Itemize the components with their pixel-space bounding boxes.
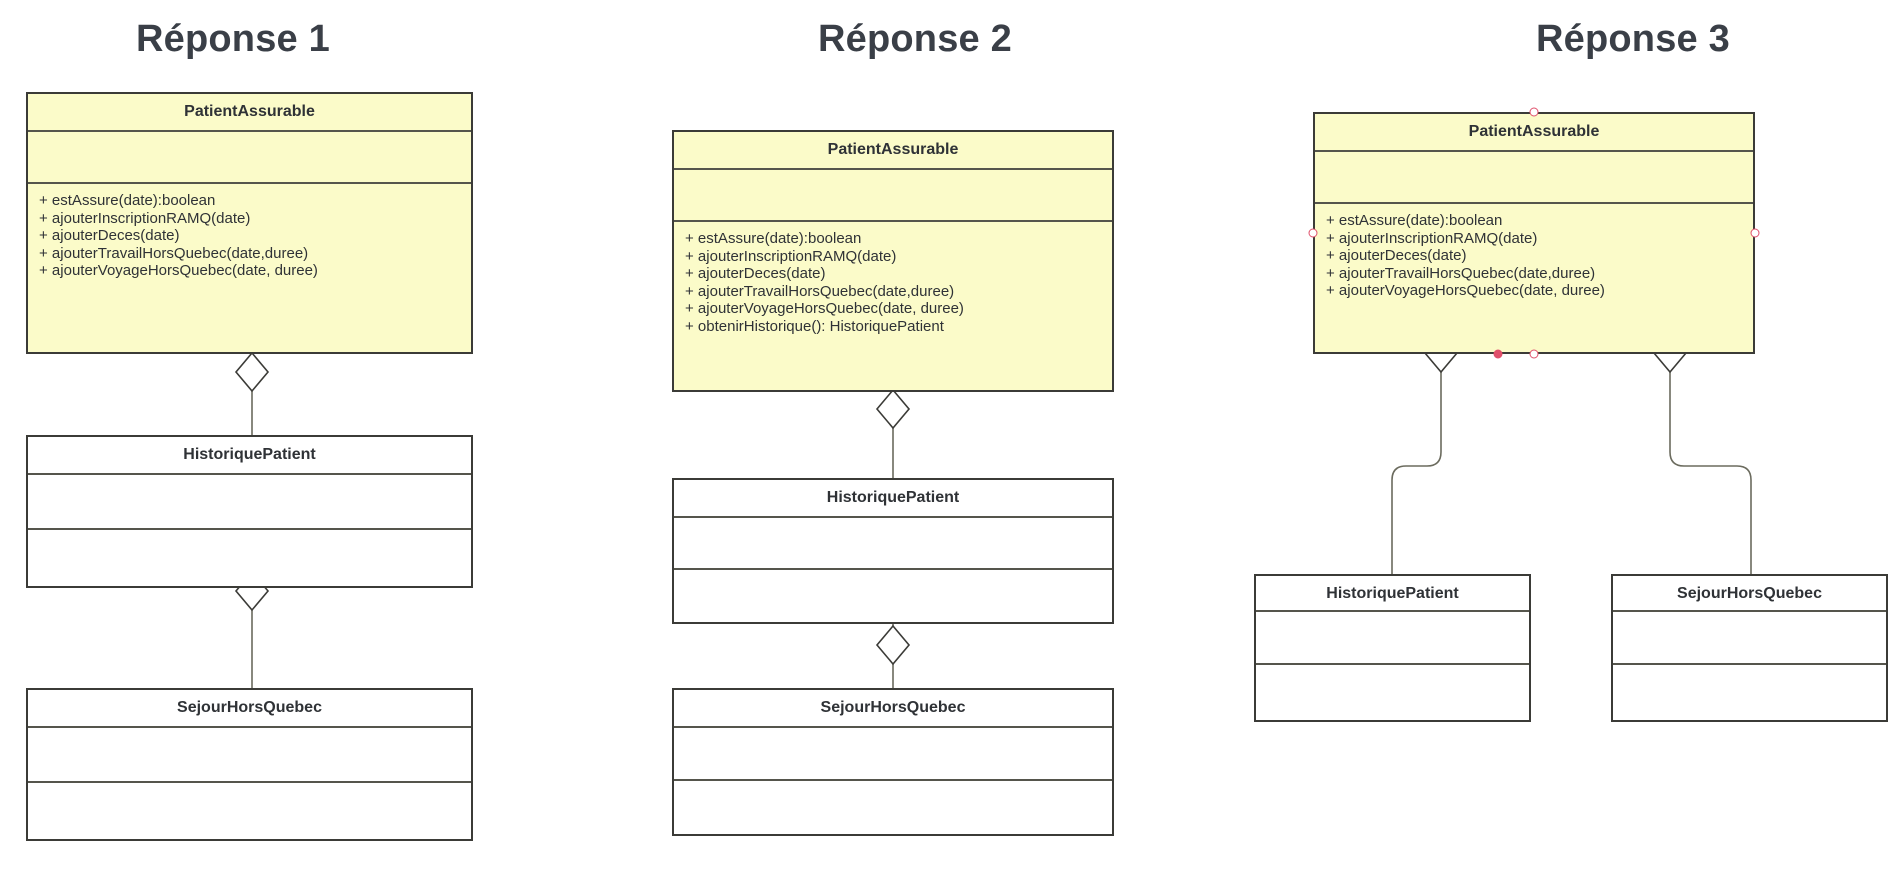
operation-item: + ajouterInscriptionRAMQ(date) xyxy=(685,247,897,265)
relation-r3-patient-historique[interactable] xyxy=(1391,318,1459,574)
relation-r3-patient-sejour[interactable] xyxy=(1652,318,1752,574)
class-operations-compartment xyxy=(28,530,471,586)
selection-handle-right-middle[interactable] xyxy=(1750,228,1760,238)
class-operations-compartment: + estAssure(date):boolean + ajouterInscr… xyxy=(674,222,1112,390)
operation-item: + ajouterVoyageHorsQuebec(date, duree) xyxy=(685,300,964,318)
relation-r1-historique-sejour[interactable] xyxy=(234,570,270,688)
operation-item: + ajouterDeces(date) xyxy=(1326,247,1467,265)
class-operations-compartment xyxy=(1613,665,1886,720)
class-operations-compartment: + estAssure(date):boolean + ajouterInscr… xyxy=(1315,204,1753,352)
relation-r2-patient-historique[interactable] xyxy=(875,388,911,478)
class-attributes-compartment xyxy=(28,728,471,783)
class-name: SejourHorsQuebec xyxy=(674,690,1112,728)
selection-handle-left-middle[interactable] xyxy=(1308,228,1318,238)
class-attributes-compartment xyxy=(28,475,471,530)
operation-item: + ajouterInscriptionRAMQ(date) xyxy=(1326,229,1538,247)
operation-item: + obtenirHistorique(): HistoriquePatient xyxy=(685,317,944,335)
class-attributes-compartment xyxy=(1315,152,1753,204)
class-box-sejourhorsquebec-r1[interactable]: SejourHorsQuebec xyxy=(26,688,473,841)
class-name: HistoriquePatient xyxy=(1256,576,1529,612)
operation-item: + estAssure(date):boolean xyxy=(685,230,862,247)
relation-r2-historique-sejour[interactable] xyxy=(875,624,911,688)
class-attributes-compartment xyxy=(674,170,1112,222)
selection-handle-bottom-center-left[interactable] xyxy=(1493,349,1503,359)
class-box-historiquepatient-r3[interactable]: HistoriquePatient xyxy=(1254,574,1531,722)
class-attributes-compartment xyxy=(1256,612,1529,665)
column-title-reponse-3: Réponse 3 xyxy=(1536,18,1730,60)
class-name: PatientAssurable xyxy=(1315,114,1753,152)
selection-handle-bottom-center[interactable] xyxy=(1529,349,1539,359)
class-box-patientassurable-r2[interactable]: PatientAssurable + estAssure(date):boole… xyxy=(672,130,1114,392)
operation-item: + ajouterTravailHorsQuebec(date,duree) xyxy=(39,244,309,262)
class-operations-compartment xyxy=(674,781,1112,834)
operation-item: + ajouterTravailHorsQuebec(date,duree) xyxy=(1326,264,1596,282)
class-attributes-compartment xyxy=(1613,612,1886,665)
class-name: PatientAssurable xyxy=(28,94,471,132)
selection-handle-top-center[interactable] xyxy=(1529,107,1539,117)
column-title-reponse-1: Réponse 1 xyxy=(136,18,330,60)
class-name: SejourHorsQuebec xyxy=(28,690,471,728)
class-operations-compartment xyxy=(28,783,471,839)
operation-item: + estAssure(date):boolean xyxy=(1326,212,1503,229)
class-name: HistoriquePatient xyxy=(674,480,1112,518)
operation-item: + ajouterVoyageHorsQuebec(date, duree) xyxy=(39,262,318,280)
class-box-historiquepatient-r2[interactable]: HistoriquePatient xyxy=(672,478,1114,624)
class-attributes-compartment xyxy=(28,132,471,184)
class-box-sejourhorsquebec-r3[interactable]: SejourHorsQuebec xyxy=(1611,574,1888,722)
class-box-sejourhorsquebec-r2[interactable]: SejourHorsQuebec xyxy=(672,688,1114,836)
class-operations-compartment xyxy=(1256,665,1529,720)
operation-item: + ajouterTravailHorsQuebec(date,duree) xyxy=(685,282,955,300)
operation-item: + ajouterInscriptionRAMQ(date) xyxy=(39,209,251,227)
class-operations-compartment xyxy=(674,570,1112,622)
class-name: PatientAssurable xyxy=(674,132,1112,170)
class-box-historiquepatient-r1[interactable]: HistoriquePatient xyxy=(26,435,473,588)
class-attributes-compartment xyxy=(674,518,1112,570)
class-box-patientassurable-r1[interactable]: PatientAssurable + estAssure(date):boole… xyxy=(26,92,473,354)
operation-item: + ajouterDeces(date) xyxy=(685,265,826,283)
operation-item: + ajouterDeces(date) xyxy=(39,227,180,245)
operation-item: + estAssure(date):boolean xyxy=(39,192,216,209)
class-box-patientassurable-r3[interactable]: PatientAssurable + estAssure(date):boole… xyxy=(1313,112,1755,354)
class-name: HistoriquePatient xyxy=(28,437,471,475)
class-operations-compartment: + estAssure(date):boolean + ajouterInscr… xyxy=(28,184,471,352)
column-title-reponse-2: Réponse 2 xyxy=(818,18,1012,60)
class-name: SejourHorsQuebec xyxy=(1613,576,1886,612)
class-attributes-compartment xyxy=(674,728,1112,781)
operation-item: + ajouterVoyageHorsQuebec(date, duree) xyxy=(1326,282,1605,300)
